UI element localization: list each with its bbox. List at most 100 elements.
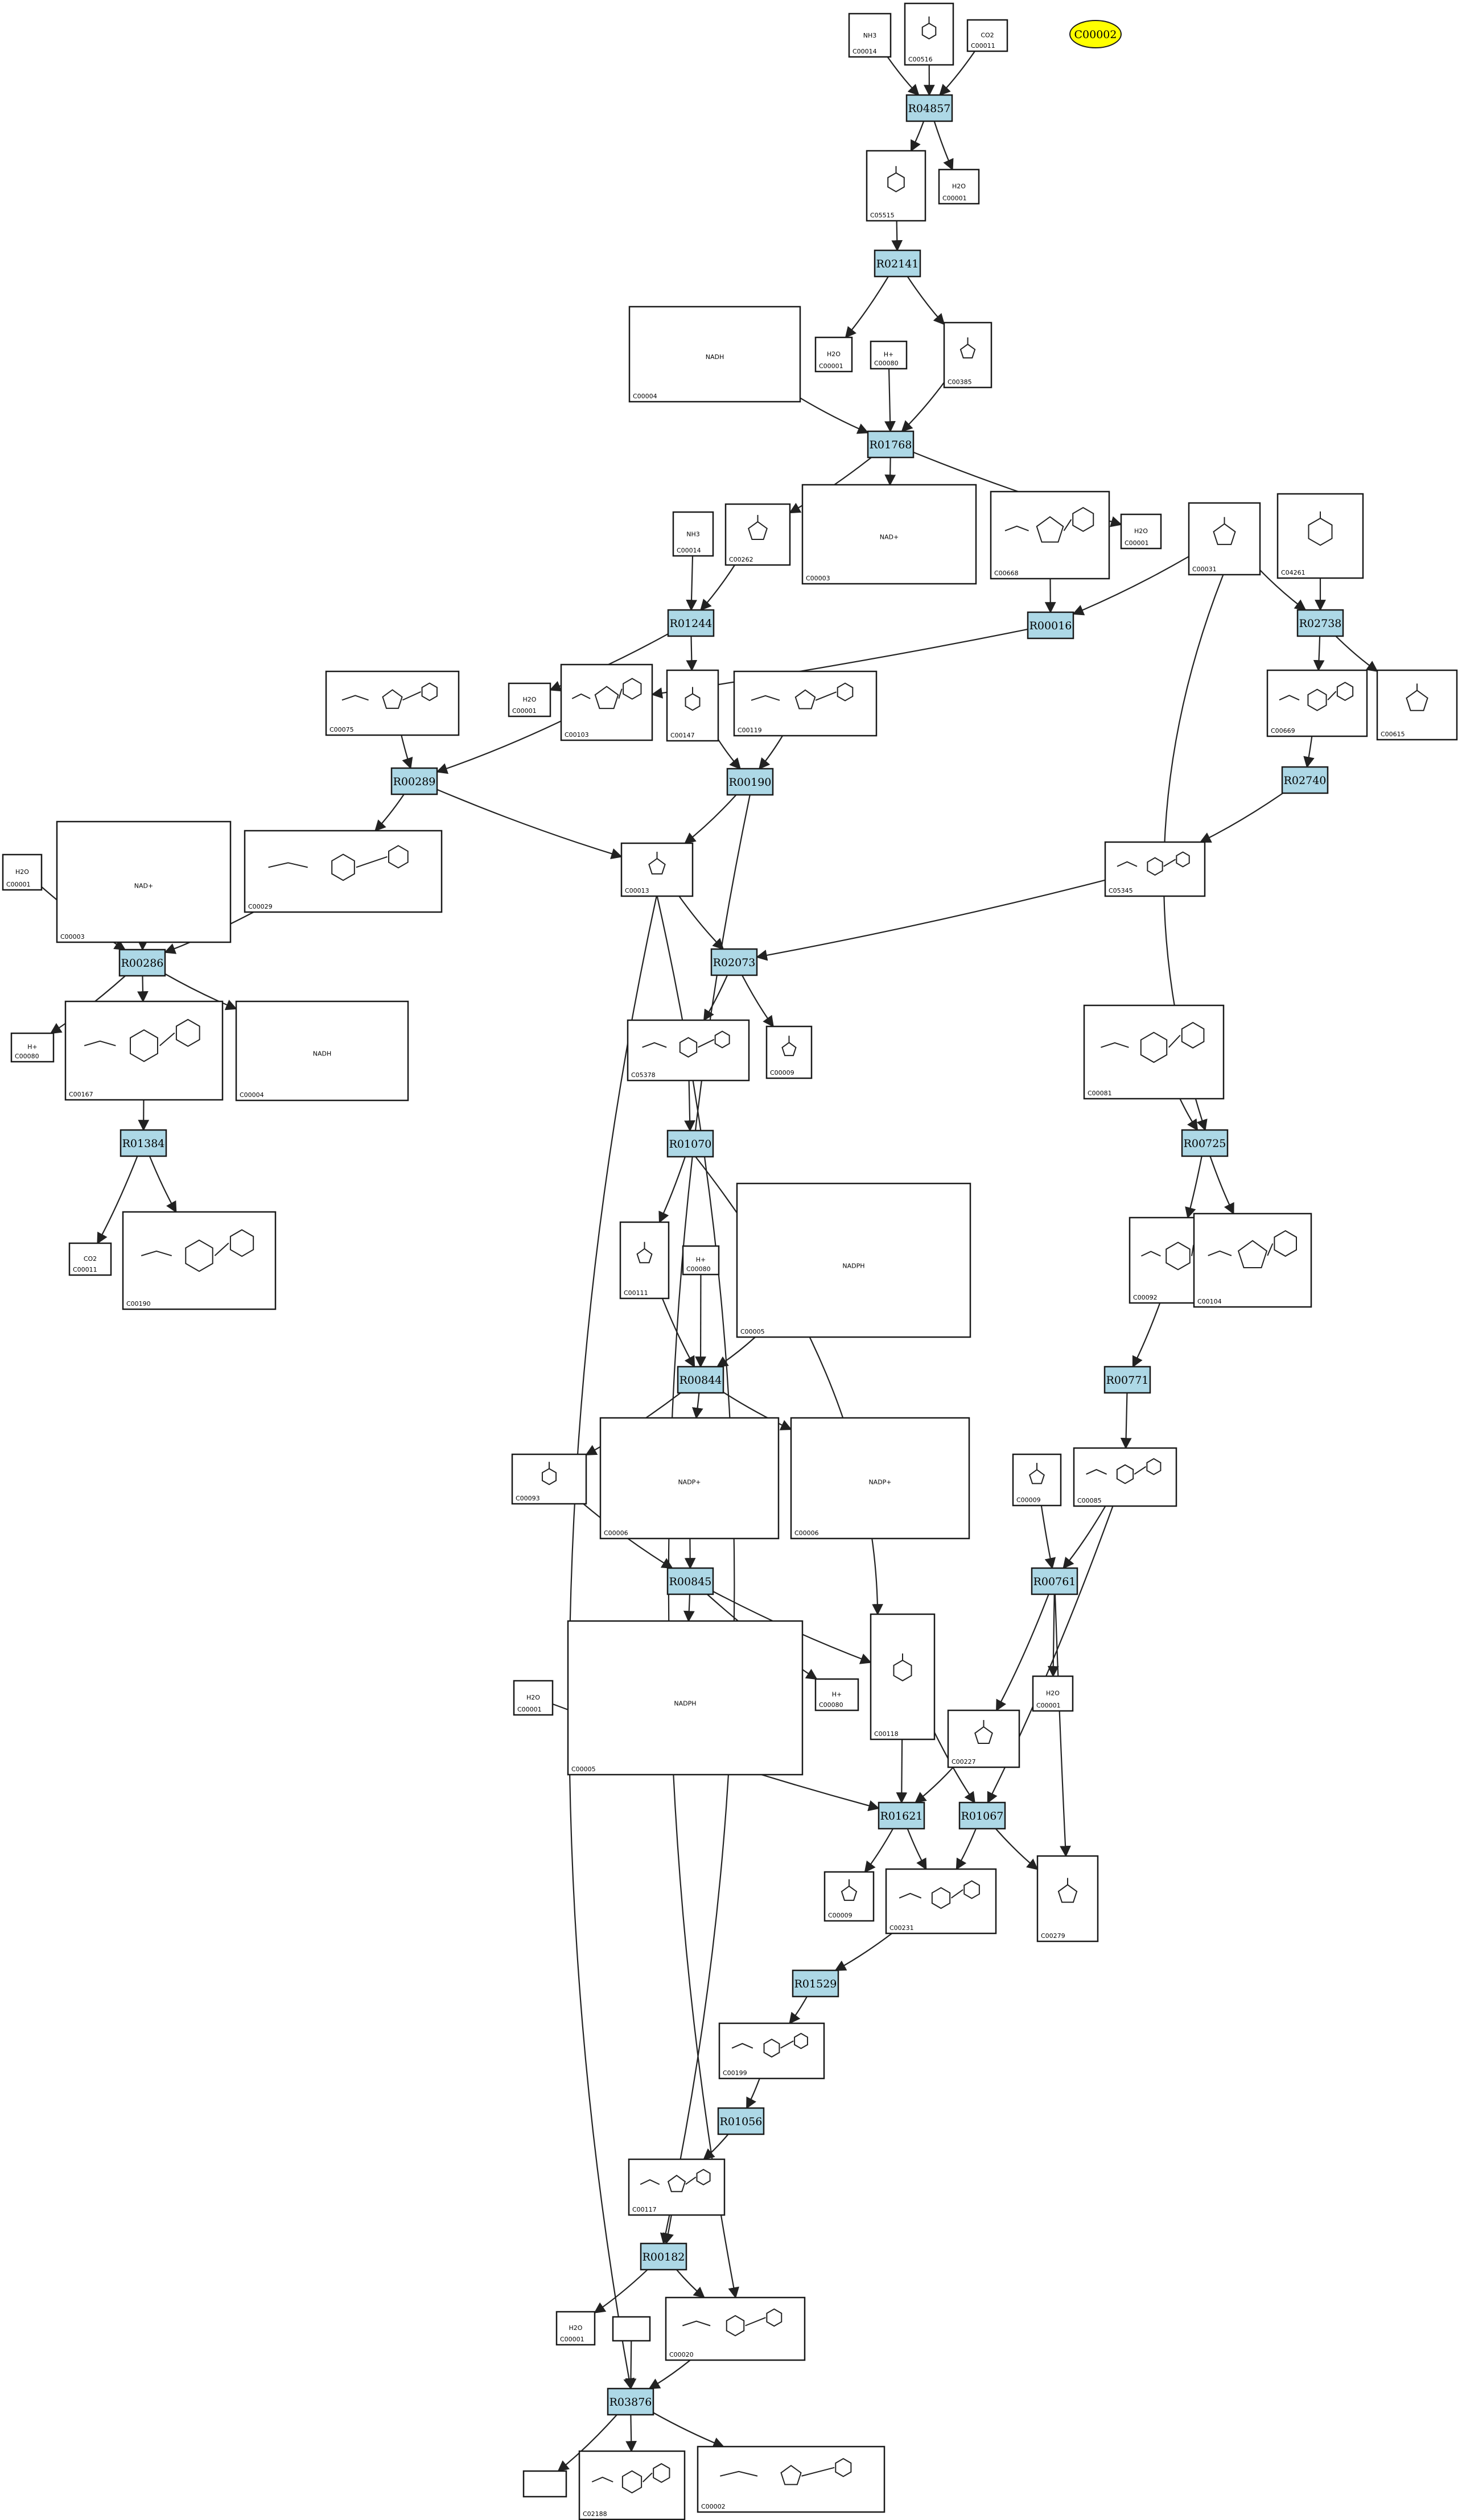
compound-id: C00516	[908, 56, 933, 63]
reaction-node-R01070[interactable]: R01070	[666, 1129, 714, 1158]
compound-node-c59[interactable]	[612, 2316, 651, 2342]
compound-node-c38[interactable]: H+C00080	[682, 1245, 720, 1276]
reaction-node-R00286[interactable]: R00286	[118, 948, 166, 977]
reaction-node-R02738[interactable]: R02738	[1296, 609, 1344, 637]
reaction-node-R01768[interactable]: R01768	[867, 430, 915, 459]
compound-node-c11[interactable]: C00262	[724, 503, 791, 566]
compound-node-c33[interactable]: C00009	[765, 1025, 813, 1079]
compound-node-c63[interactable]: C00002	[697, 2445, 886, 2513]
reaction-node-R01529[interactable]: R01529	[792, 1969, 839, 1998]
compound-node-c36[interactable]: C00190	[122, 1211, 277, 1310]
compound-node-c4[interactable]: C05515	[866, 150, 926, 222]
reaction-node-R00761[interactable]: R00761	[1031, 1567, 1078, 1595]
compound-node-c25[interactable]: NAD+C00003	[56, 820, 232, 943]
reaction-node-R00771[interactable]: R00771	[1103, 1366, 1151, 1394]
compound-node-c55[interactable]: C00279	[1036, 1855, 1099, 1942]
compound-node-c34[interactable]: C00081	[1083, 1004, 1225, 1100]
reaction-node-R00182[interactable]: R00182	[640, 2242, 687, 2271]
compound-node-c49[interactable]: H+C00080	[814, 1678, 859, 1711]
compound-node-c32[interactable]: C05378	[627, 1019, 750, 1082]
compound-node-c19[interactable]: C00103	[560, 663, 653, 741]
compound-formula: NH3	[863, 32, 877, 39]
compound-node-c62[interactable]: C02188	[578, 2450, 686, 2520]
reaction-node-R00725[interactable]: R00725	[1181, 1129, 1229, 1157]
edge-R00725-c40	[1185, 1156, 1202, 1219]
compound-node-c60[interactable]: C00020	[665, 2296, 806, 2361]
compound-id: C00118	[874, 1730, 899, 1738]
reaction-node-R01384[interactable]: R01384	[120, 1129, 167, 1157]
compound-node-c37[interactable]: C00111	[619, 1221, 670, 1300]
reaction-node-R02073[interactable]: R02073	[710, 948, 758, 976]
reaction-label: R02141	[876, 258, 919, 270]
compound-node-c61[interactable]	[522, 2470, 567, 2498]
reaction-node-R00190[interactable]: R00190	[726, 768, 774, 796]
reaction-node-R01056[interactable]: R01056	[717, 2107, 765, 2135]
compound-node-c42[interactable]: C00093	[511, 1453, 587, 1505]
compound-node-c27[interactable]: C00013	[620, 842, 694, 897]
reaction-node-R00289[interactable]: R00289	[390, 767, 438, 795]
compound-node-c8[interactable]: H+C00080	[870, 340, 908, 370]
compound-node-c12[interactable]: NAD+C00003	[801, 484, 977, 585]
compound-node-c28[interactable]: C05345	[1104, 841, 1206, 897]
compound-node-c45[interactable]: C00009	[1012, 1453, 1062, 1507]
reaction-node-R02141[interactable]: R02141	[874, 249, 921, 278]
reaction-node-R01067[interactable]: R01067	[958, 1801, 1006, 1830]
compound-node-c46[interactable]: C00085	[1073, 1447, 1177, 1507]
compound-node-c57[interactable]: C00117	[628, 2158, 726, 2216]
compound-node-c16[interactable]: C04261	[1276, 493, 1364, 579]
compound-node-c43[interactable]: NADP+C00006	[599, 1417, 780, 1540]
reaction-node-R01244[interactable]: R01244	[667, 609, 715, 637]
compound-node-c9[interactable]: C00385	[943, 321, 992, 389]
reaction-node-R01621[interactable]: R01621	[878, 1801, 925, 1830]
compound-node-c26[interactable]: C00029	[244, 830, 443, 913]
compound-node-c22[interactable]: C00669	[1266, 669, 1368, 737]
compound-node-c30[interactable]: C00167	[64, 1000, 224, 1101]
compound-id: C00003	[60, 933, 85, 941]
compound-formula: H2O	[1046, 1690, 1060, 1697]
compound-node-c54[interactable]: C00231	[885, 1868, 997, 1935]
reaction-node-R00845[interactable]: R00845	[666, 1567, 714, 1595]
edge-R03876-c61	[557, 2414, 617, 2472]
compound-id: C00001	[560, 2336, 584, 2343]
compound-node-c21[interactable]: C00119	[733, 670, 878, 737]
compound-node-c17[interactable]: C00075	[325, 670, 460, 736]
compound-node-c51[interactable]: C00227	[947, 1709, 1020, 1768]
compound-node-c41[interactable]: C00104	[1193, 1212, 1312, 1308]
compound-node-c56[interactable]: C00199	[718, 2022, 825, 2080]
compound-node-c2[interactable]: C00516	[904, 2, 954, 66]
reaction-node-R02740[interactable]: R02740	[1281, 766, 1329, 794]
compound-node-c50[interactable]: C00118	[870, 1613, 936, 1741]
compound-node-c29[interactable]: H+C00080	[10, 1032, 55, 1063]
compound-node-c20[interactable]: C00147	[666, 669, 719, 742]
edge-R00190-c27	[684, 794, 737, 844]
compound-node-c53[interactable]: C00009	[823, 1871, 875, 1922]
highlight-compound-node[interactable]: C00002	[1069, 20, 1122, 48]
edge-R00761-c51	[996, 1594, 1049, 1711]
compound-id: C00385	[948, 378, 972, 386]
compound-node-c23[interactable]: C00615	[1376, 669, 1458, 741]
reaction-node-R00016[interactable]: R00016	[1027, 611, 1074, 640]
compound-node-c44[interactable]: NADP+C00006	[790, 1417, 970, 1540]
reaction-node-R03876[interactable]: R03876	[607, 2387, 654, 2416]
compound-node-c15[interactable]: C00031	[1188, 502, 1261, 576]
reaction-node-R00844[interactable]: R00844	[677, 1366, 724, 1394]
edge-c40-R00771	[1132, 1302, 1161, 1368]
compound-node-c13[interactable]: C00668	[990, 490, 1110, 580]
reaction-node-R04857[interactable]: R04857	[905, 94, 953, 122]
